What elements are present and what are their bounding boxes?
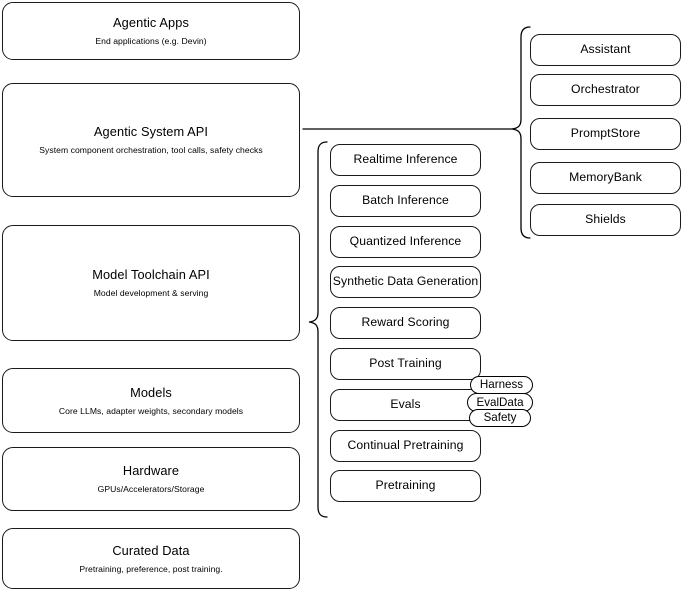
layer-box-hardware[interactable]: Hardware GPUs/Accelerators/Storage <box>2 447 300 511</box>
component-box-shields[interactable]: Shields <box>530 204 681 236</box>
layer-box-agentic-system-api[interactable]: Agentic System API System component orch… <box>2 83 300 197</box>
layer-box-curated-data[interactable]: Curated Data Pretraining, preference, po… <box>2 528 300 589</box>
layer-subtitle: Model development & serving <box>93 288 209 299</box>
eval-tag-label: EvalData <box>476 395 524 409</box>
component-label: MemoryBank <box>569 170 642 185</box>
eval-tag-label: Harness <box>479 378 524 392</box>
capability-box-synthetic-data-generation[interactable]: Synthetic Data Generation <box>330 266 481 298</box>
layer-subtitle: End applications (e.g. Devin) <box>95 36 207 47</box>
component-box-assistant[interactable]: Assistant <box>530 34 681 66</box>
component-label: Assistant <box>580 42 631 57</box>
capability-label: Evals <box>390 397 421 412</box>
capability-box-evals[interactable]: Evals <box>330 389 481 421</box>
toolchain-brace <box>308 141 328 518</box>
layer-title: Agentic System API <box>93 124 209 140</box>
system-components-brace <box>511 26 531 239</box>
capability-label: Realtime Inference <box>353 152 458 167</box>
capability-box-reward-scoring[interactable]: Reward Scoring <box>330 307 481 339</box>
layer-subtitle: Core LLMs, adapter weights, secondary mo… <box>58 405 244 416</box>
component-box-promptstore[interactable]: PromptStore <box>530 118 681 150</box>
layer-subtitle: GPUs/Accelerators/Storage <box>97 484 205 495</box>
layer-subtitle: System component orchestration, tool cal… <box>39 145 263 156</box>
eval-tag-harness[interactable]: Harness <box>470 376 533 394</box>
component-box-orchestrator[interactable]: Orchestrator <box>530 74 681 106</box>
capability-label: Post Training <box>369 356 442 371</box>
capability-box-batch-inference[interactable]: Batch Inference <box>330 185 481 217</box>
component-label: Shields <box>585 212 626 227</box>
eval-tag-safety[interactable]: Safety <box>469 409 531 427</box>
capability-box-realtime-inference[interactable]: Realtime Inference <box>330 144 481 176</box>
capability-label: Synthetic Data Generation <box>332 274 479 289</box>
layer-box-model-toolchain-api[interactable]: Model Toolchain API Model development & … <box>2 225 300 341</box>
layer-title: Curated Data <box>112 542 190 558</box>
layer-title: Hardware <box>122 463 180 479</box>
capability-label: Reward Scoring <box>361 315 450 330</box>
component-box-memorybank[interactable]: MemoryBank <box>530 162 681 194</box>
capability-label: Batch Inference <box>362 193 449 208</box>
layer-box-agentic-apps[interactable]: Agentic Apps End applications (e.g. Devi… <box>2 2 300 60</box>
capability-box-continual-pretraining[interactable]: Continual Pretraining <box>330 430 481 462</box>
capability-box-pretraining[interactable]: Pretraining <box>330 470 481 502</box>
layer-subtitle: Pretraining, preference, post training. <box>79 563 223 574</box>
layer-box-models[interactable]: Models Core LLMs, adapter weights, secon… <box>2 368 300 433</box>
component-label: Orchestrator <box>571 82 640 97</box>
eval-tag-label: Safety <box>483 411 517 425</box>
component-label: PromptStore <box>570 126 641 141</box>
layer-title: Models <box>130 384 172 400</box>
capability-box-quantized-inference[interactable]: Quantized Inference <box>330 226 481 258</box>
capability-label: Quantized Inference <box>349 234 462 249</box>
layer-title: Model Toolchain API <box>92 267 210 283</box>
layer-title: Agentic Apps <box>113 15 189 31</box>
capability-box-post-training[interactable]: Post Training <box>330 348 481 380</box>
capability-label: Continual Pretraining <box>347 438 464 453</box>
capability-label: Pretraining <box>375 478 436 493</box>
